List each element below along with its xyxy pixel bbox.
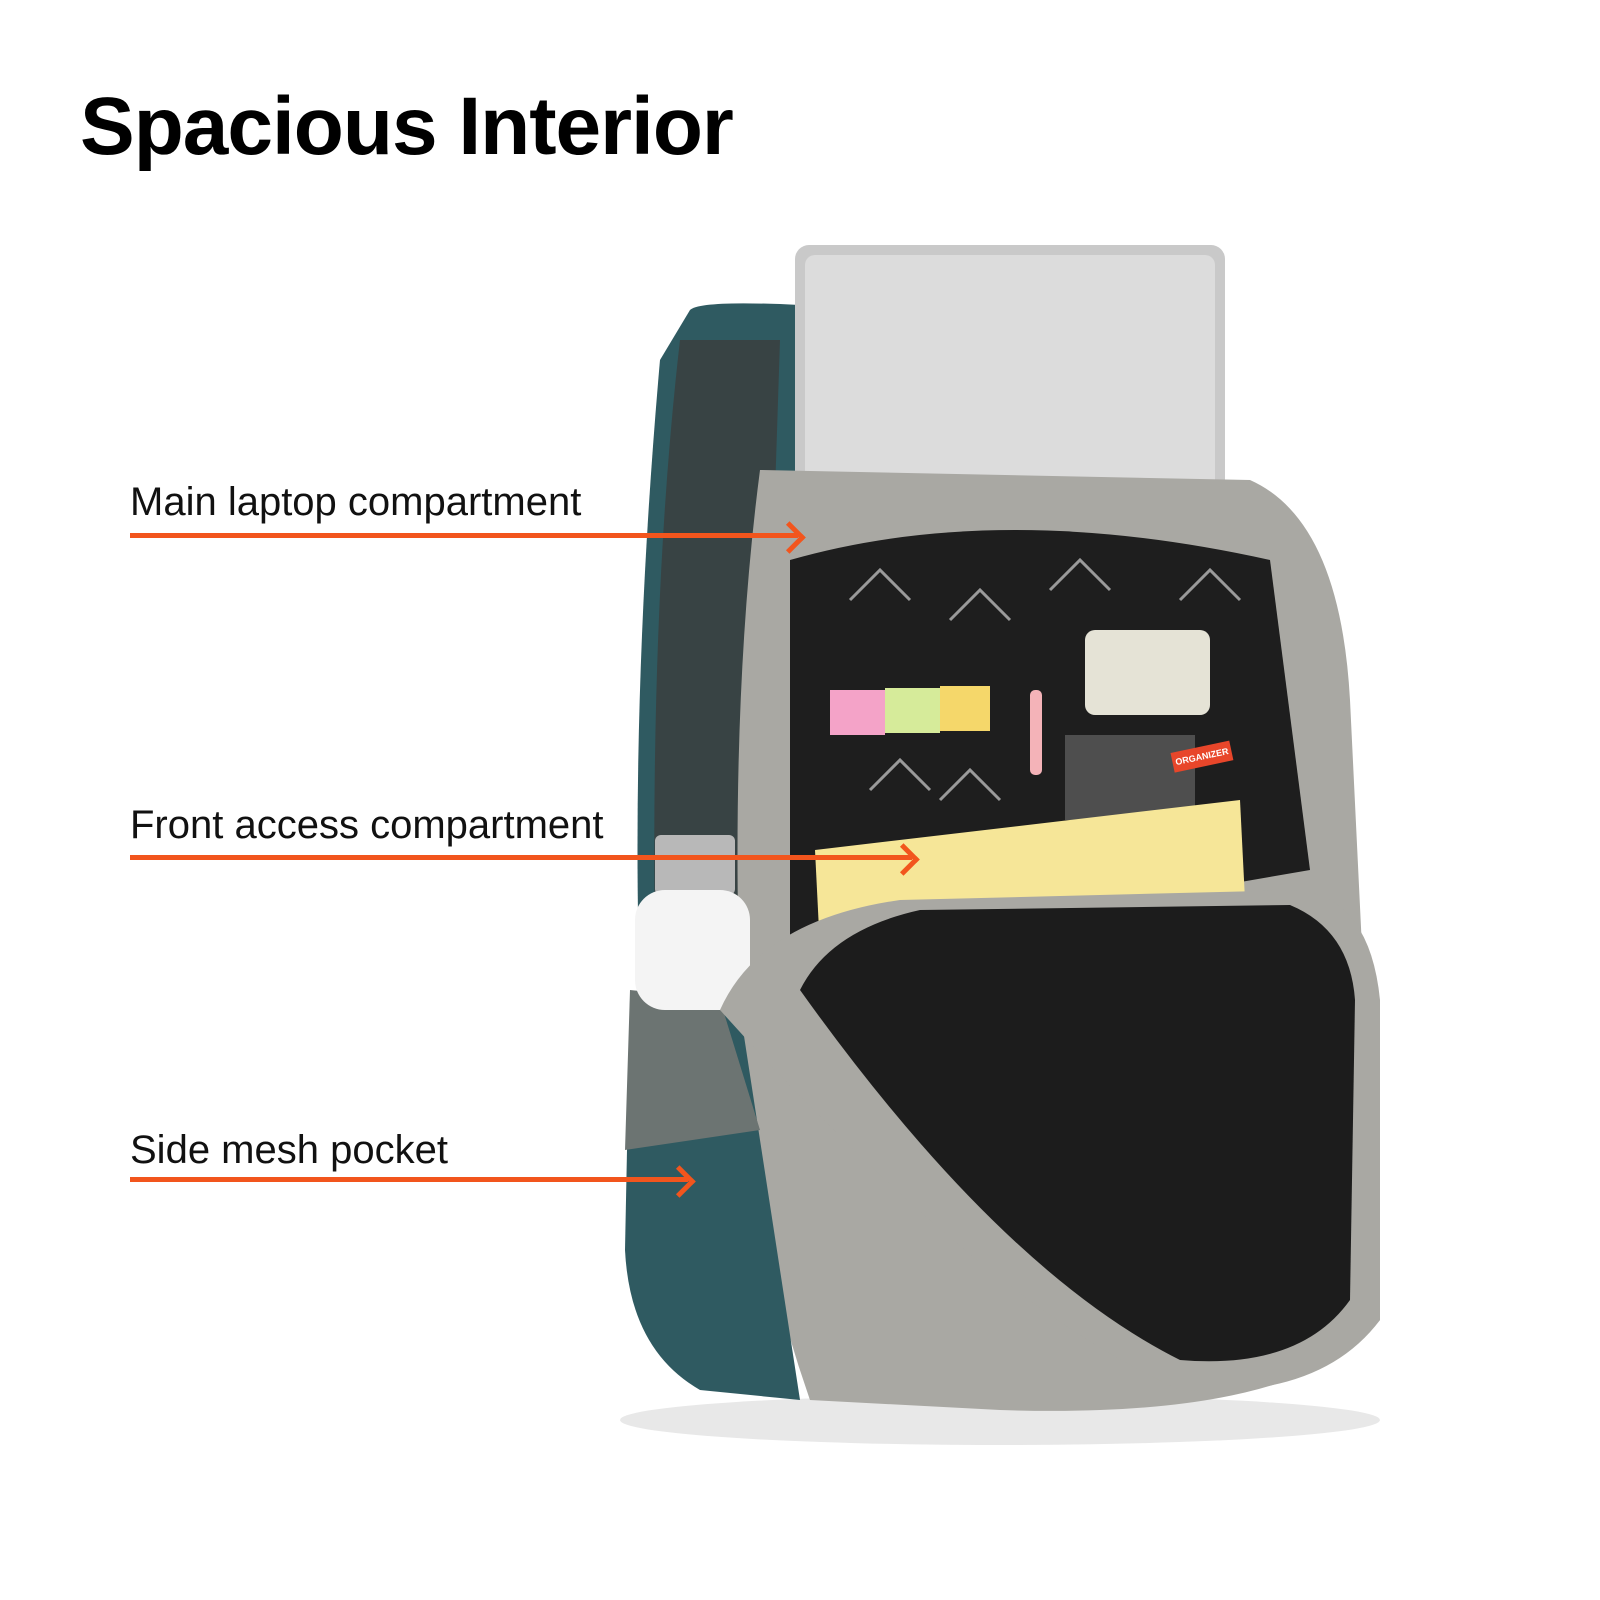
callout-line-main-laptop (130, 533, 798, 538)
sticky-notes (830, 690, 885, 735)
sticky-notes (885, 688, 940, 733)
shadow (620, 1395, 1380, 1445)
callout-label-main-laptop: Main laptop compartment (130, 480, 582, 524)
side-mesh-pocket (625, 990, 760, 1150)
sticky-notes (940, 686, 990, 731)
callout-line-side-mesh (130, 1177, 688, 1182)
lining-arrow-pattern (848, 557, 1242, 802)
power-bank (1085, 630, 1210, 715)
bottle-cap (655, 835, 735, 895)
callout-label-side-mesh: Side mesh pocket (130, 1128, 448, 1172)
front-flap-lining (800, 905, 1355, 1362)
callout-label-front-access: Front access compartment (130, 803, 604, 847)
pen (1030, 690, 1042, 775)
page-title: Spacious Interior (80, 81, 734, 172)
mesh-organizer (1065, 735, 1195, 820)
bottle (635, 890, 750, 1010)
organizer-tag: ORGANIZER (1170, 740, 1234, 773)
callout-line-front-access (130, 855, 912, 860)
organizer-tag-background (1170, 740, 1234, 773)
